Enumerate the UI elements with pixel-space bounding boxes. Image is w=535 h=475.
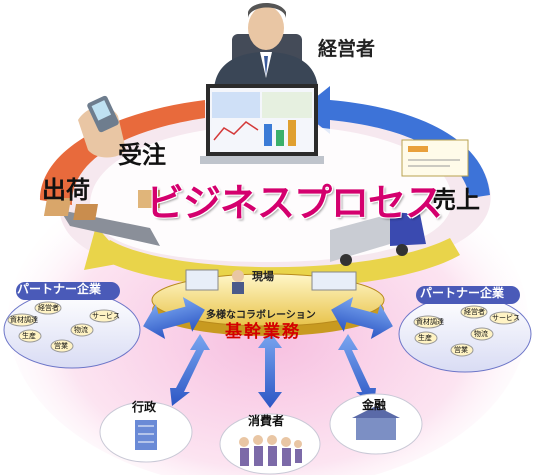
partner-right-item: 生産	[418, 334, 432, 342]
cycle-arrowhead-bottom	[84, 226, 128, 270]
partner-left-item: 営業	[54, 342, 68, 350]
arrow-consumer	[258, 332, 282, 408]
connection-arrows	[143, 296, 393, 408]
conveyor-icon	[43, 190, 160, 246]
partner-left-item: 生産	[22, 332, 36, 340]
cycle-arc-left	[40, 100, 205, 205]
partner-right-item: 経営者	[464, 308, 485, 316]
partner-box-left	[3, 282, 141, 369]
stakeholder-finance	[329, 393, 423, 455]
partner-left-item: サービス	[92, 312, 120, 320]
sales-label: 売上	[432, 186, 480, 214]
partner-left-item: 資材調達	[10, 316, 38, 324]
partner-right-item: 物流	[474, 330, 488, 338]
stakeholder-consumer	[219, 413, 321, 475]
partner-box-right	[398, 286, 532, 373]
truck-icon	[330, 212, 426, 266]
laptop-monitor	[200, 84, 324, 164]
arrow-finance	[338, 334, 376, 406]
consumer-label: 消費者	[248, 414, 285, 428]
partner-left-item: 経営者	[38, 304, 59, 312]
arrow-right-partner	[331, 296, 393, 340]
partner-right-title: パートナー企業	[420, 286, 505, 300]
core-disc	[151, 269, 385, 336]
ship-label: 出荷	[42, 176, 90, 204]
order-label: 受注	[118, 141, 166, 169]
finance-label: 金融	[362, 398, 387, 412]
arrow-left-partner	[143, 296, 205, 340]
stakeholder-government	[99, 401, 193, 463]
government-label: 行政	[132, 400, 157, 414]
invoice-icon	[401, 139, 469, 177]
main-title: ビジネスプロセス	[146, 181, 443, 225]
arrow-government	[170, 334, 210, 406]
collaboration-label: 多様なコラボレーション	[206, 310, 316, 321]
partner-left-title: パートナー企業	[17, 282, 102, 296]
partner-right-item: サービス	[492, 314, 520, 322]
pda-hand-icon	[78, 95, 126, 158]
executive-label: 経営者	[318, 38, 376, 60]
partner-left-item: 物流	[74, 326, 88, 334]
partner-right-item: 資材調達	[416, 318, 444, 326]
partner-right-item: 営業	[454, 346, 468, 354]
core-business-label: 基幹業務	[225, 322, 301, 342]
cycle-arc-right	[330, 100, 490, 198]
executive-figure	[214, 3, 318, 92]
site-label: 現場	[252, 270, 274, 283]
